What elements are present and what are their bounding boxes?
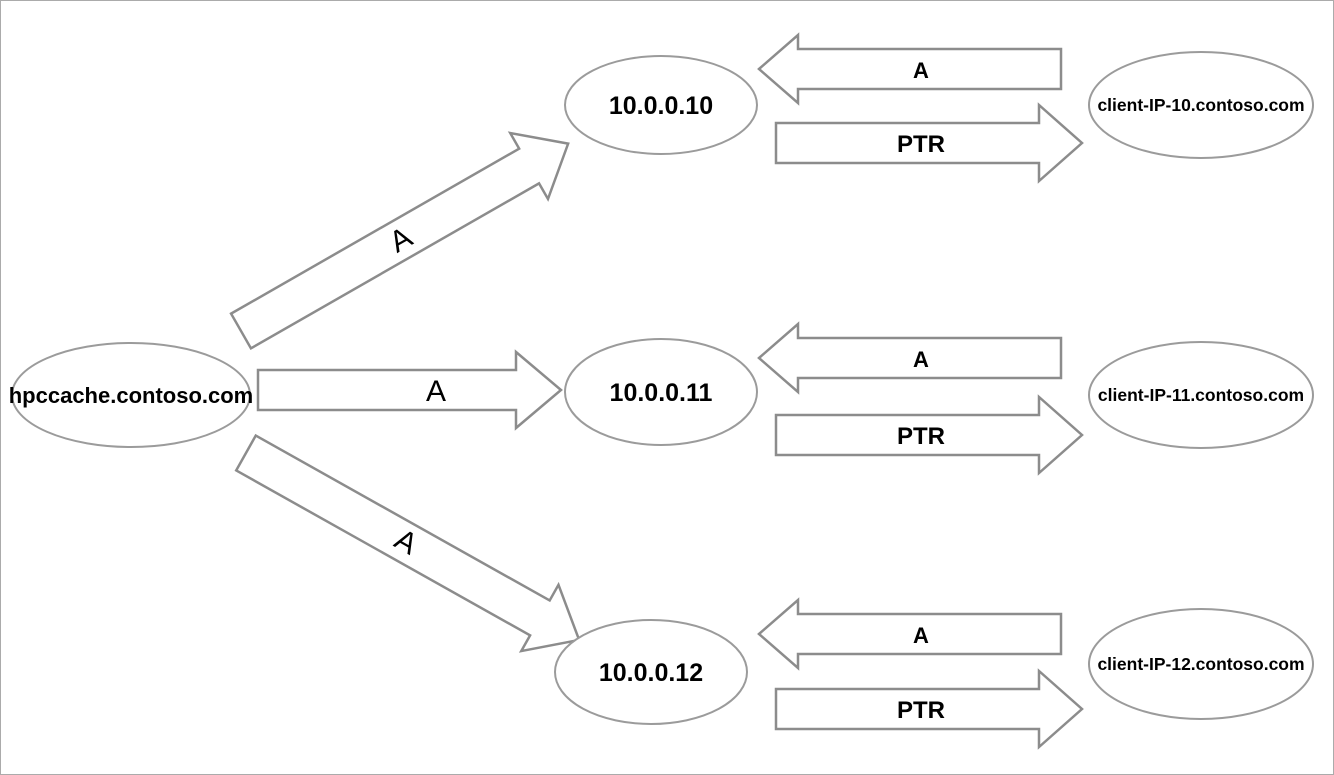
a-record-left-arrow-shape (757, 597, 1063, 671)
client-node-ellipse (1088, 608, 1314, 720)
ptr-record-right-arrow-shape (774, 102, 1084, 184)
client-node-label: client-IP-12.contoso.com (1097, 654, 1304, 674)
ptr-record-arrow-ip11-to-client11: PTR (774, 394, 1084, 476)
ip-node-label: 10.0.0.11 (610, 379, 713, 407)
ip-node-label: 10.0.0.10 (609, 92, 713, 120)
a-record-arrow-label: A (913, 58, 929, 83)
ptr-record-arrow-label: PTR (897, 423, 945, 450)
ip-node-10-0-0-11: 10.0.0.11 (564, 338, 758, 446)
ptr-record-arrow-label: PTR (897, 131, 945, 158)
ip-node-label: 10.0.0.12 (599, 659, 703, 687)
client-node-ellipse (1088, 51, 1314, 159)
client-node-ip-12: client-IP-12.contoso.com (1088, 608, 1314, 720)
a-record-arrow-shape (229, 131, 570, 351)
client-node-ip-10: client-IP-10.contoso.com (1088, 51, 1314, 159)
ip-node-ellipse (564, 338, 758, 446)
client-node-label: client-IP-11.contoso.com (1098, 385, 1304, 405)
a-record-arrow-label: A (913, 347, 929, 372)
client-node-label: client-IP-10.contoso.com (1097, 95, 1304, 115)
a-record-arrow-shape (234, 433, 581, 653)
a-record-left-arrow-shape (757, 321, 1063, 395)
hpccache-node: hpccache.contoso.com (9, 342, 254, 448)
client-node-ellipse (1088, 341, 1314, 449)
ptr-record-right-arrow-shape (774, 394, 1084, 476)
ptr-record-arrow-label: PTR (897, 697, 945, 724)
hpccache-node-ellipse (11, 342, 251, 448)
ip-node-10-0-0-12: 10.0.0.12 (554, 619, 748, 725)
a-record-arrow-client11-to-ip11: A (757, 321, 1063, 395)
client-node-ip-11: client-IP-11.contoso.com (1088, 341, 1314, 449)
ip-node-10-0-0-10: 10.0.0.10 (564, 55, 758, 155)
ip-node-ellipse (564, 55, 758, 155)
a-record-arrow-label: A (913, 623, 929, 648)
a-record-arrow-source-to-ip11: A (256, 349, 563, 431)
a-record-arrow-source-to-ip12: A (234, 433, 581, 653)
a-record-arrow-shape (256, 349, 563, 431)
ptr-record-arrow-ip10-to-client10: PTR (774, 102, 1084, 184)
a-record-arrow-label: A (426, 375, 446, 408)
ip-node-ellipse (554, 619, 748, 725)
hpccache-node-label: hpccache.contoso.com (9, 383, 254, 408)
a-record-arrow-client10-to-ip10: A (757, 32, 1063, 106)
a-record-arrow-client12-to-ip12: A (757, 597, 1063, 671)
a-record-left-arrow-shape (757, 32, 1063, 106)
ptr-record-arrow-ip12-to-client12: PTR (774, 668, 1084, 750)
a-record-arrow-source-to-ip10: A (229, 131, 570, 351)
ptr-record-right-arrow-shape (774, 668, 1084, 750)
